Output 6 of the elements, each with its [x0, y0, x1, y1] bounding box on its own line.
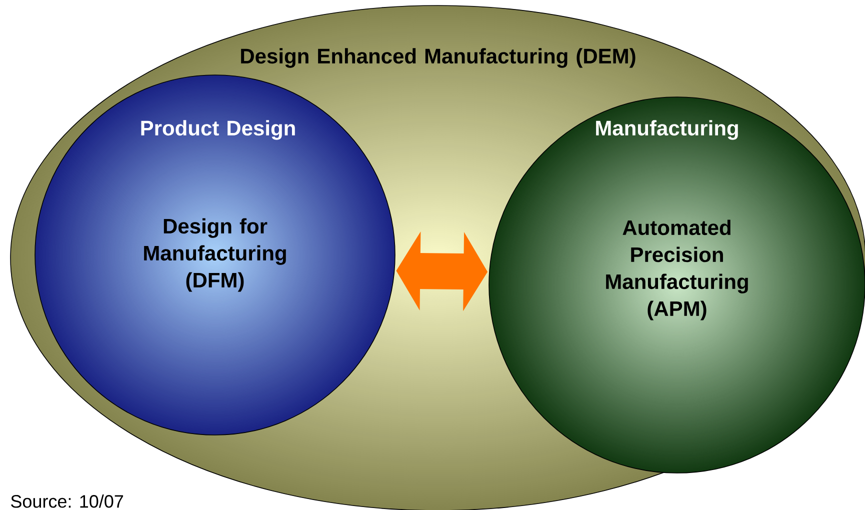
circle-text: Design for Manufacturing (DFM) — [144, 218, 286, 292]
source-note: Source: 10/07 — [11, 494, 124, 508]
circle-text: Automated Precision Manufacturing (APM) — [606, 220, 748, 320]
circle-heading: Product Design — [141, 120, 295, 140]
title-text: Design Enhanced Manufacturing (DEM) — [241, 48, 636, 68]
circle-heading: Manufacturing — [596, 120, 738, 140]
